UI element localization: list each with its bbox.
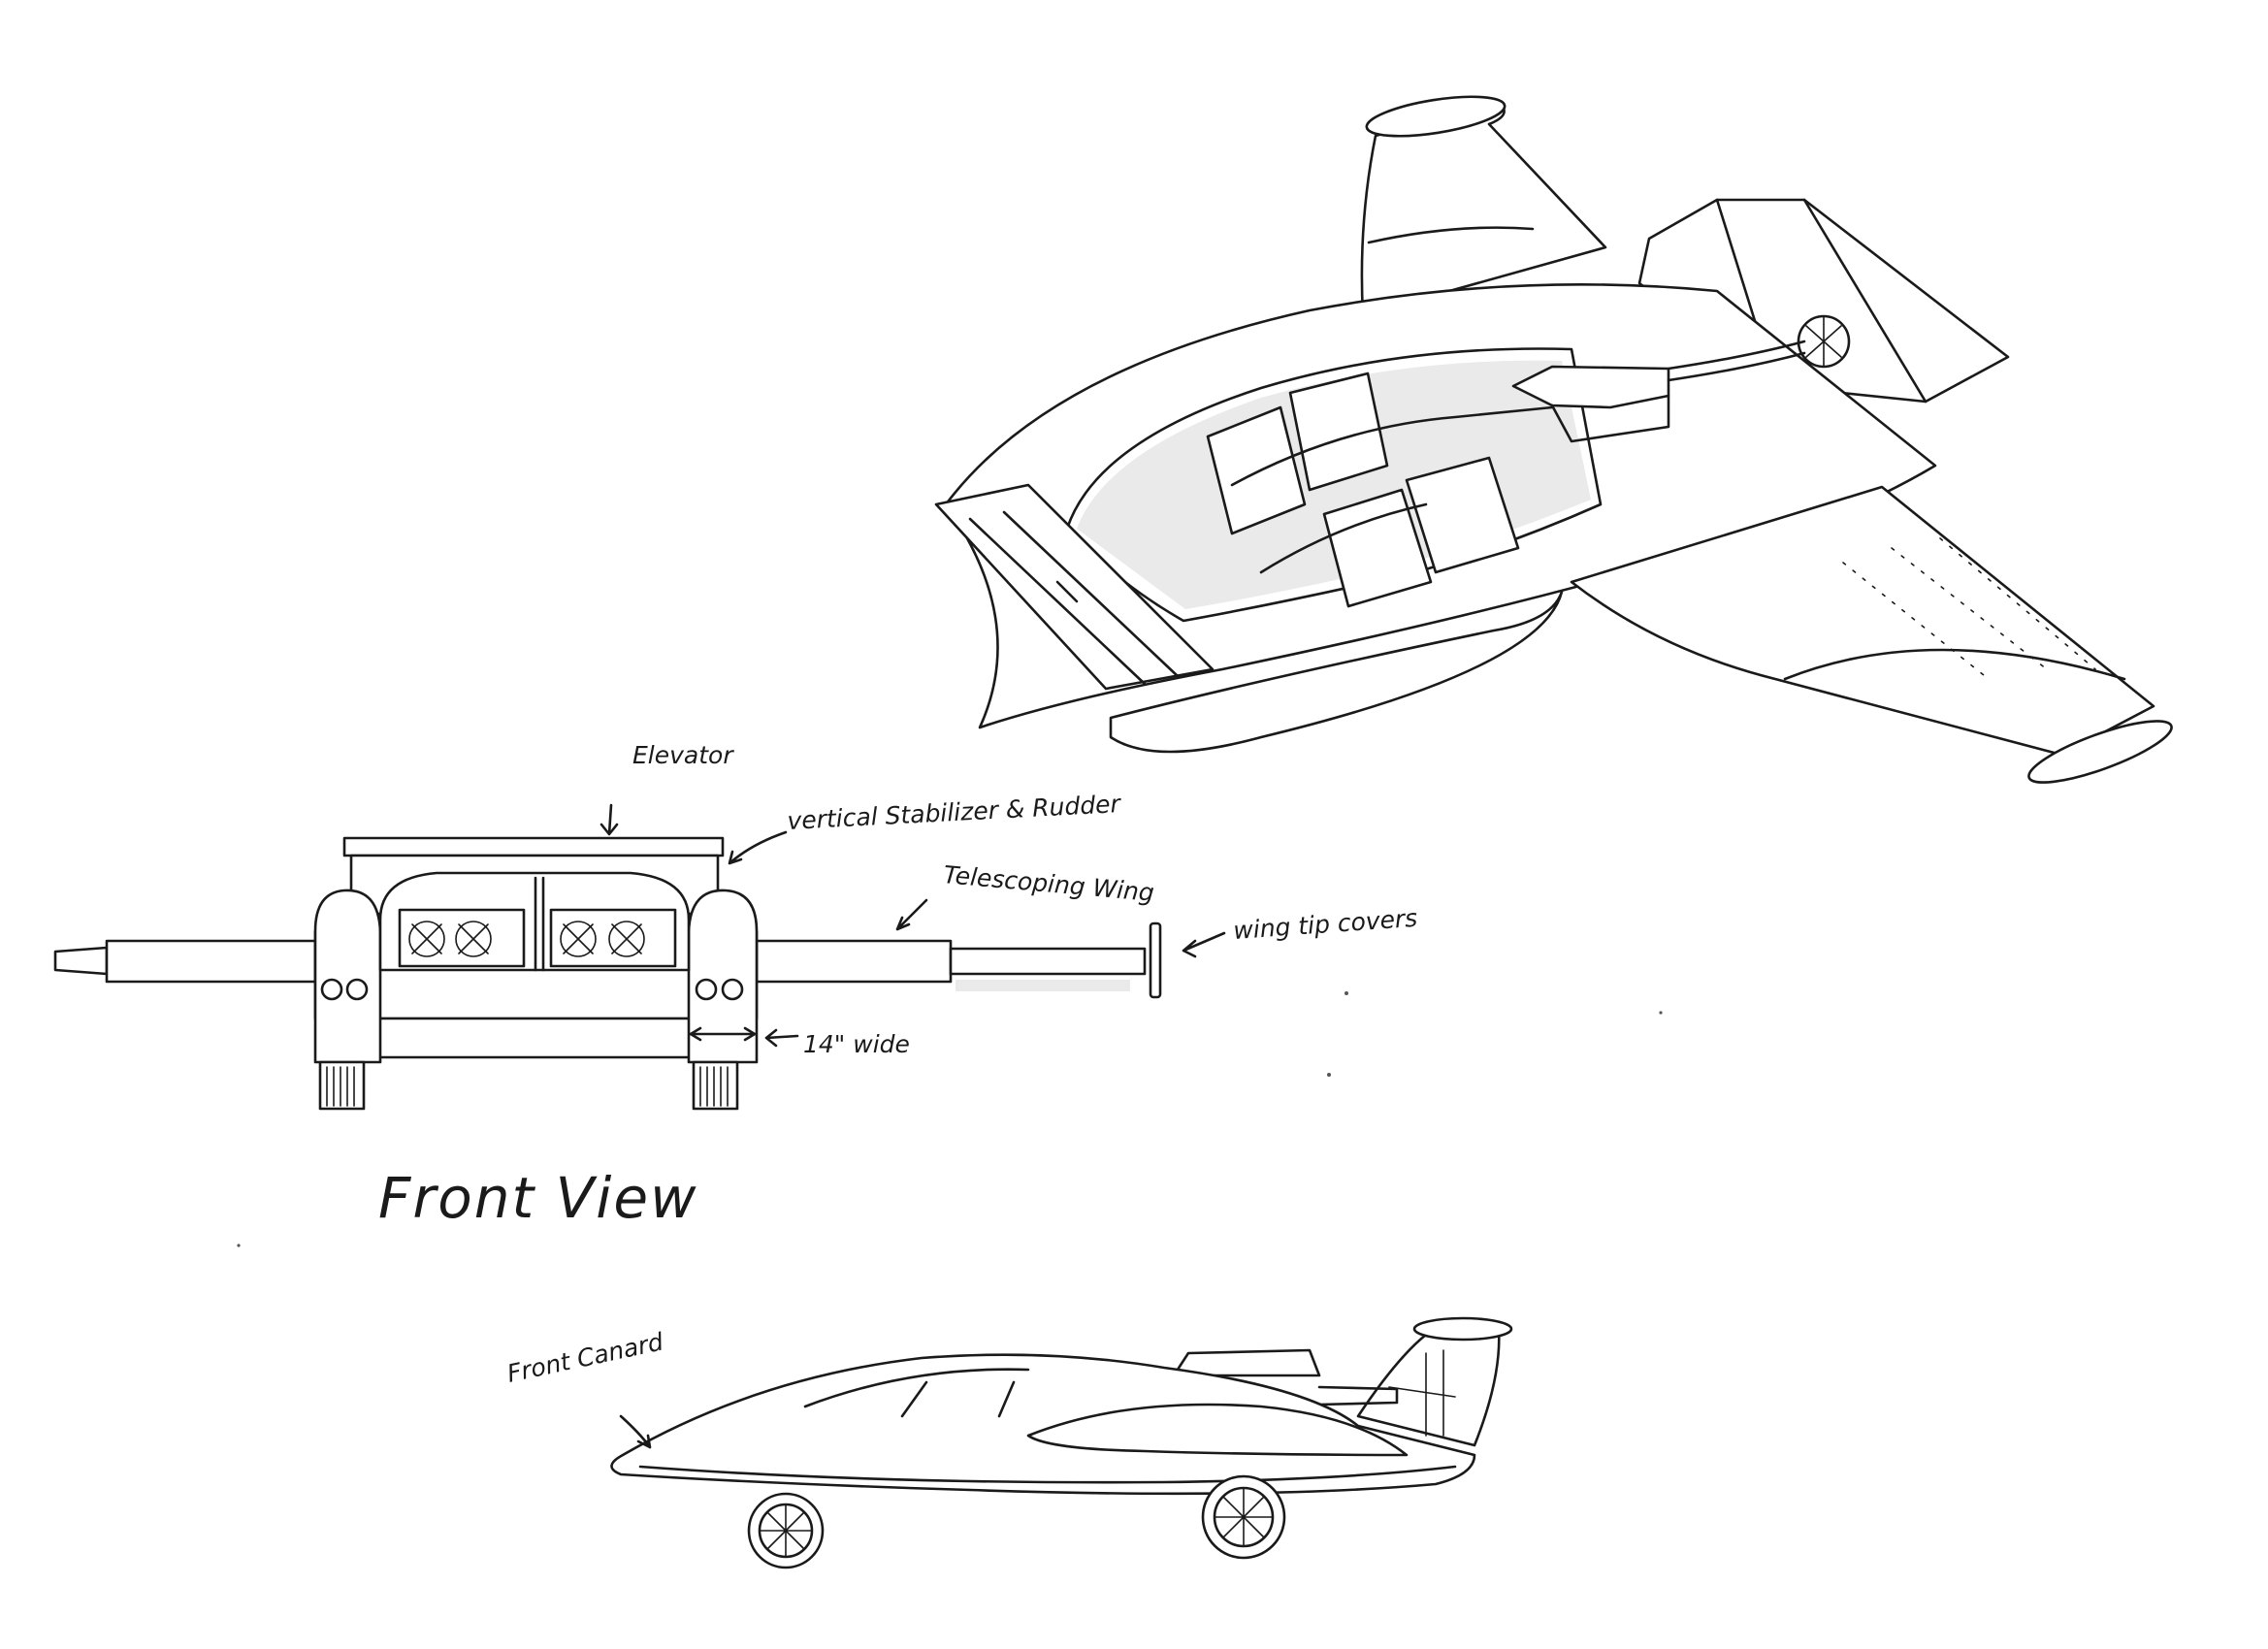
label-elevator: Elevator (632, 741, 734, 769)
paper-specks (237, 991, 1663, 1247)
label-front-canard: Front Canard (504, 1327, 665, 1387)
side-body (610, 1353, 1476, 1496)
front-view-drawing (53, 803, 1226, 1111)
seats (1206, 372, 1554, 608)
isometric-aircraft-drawing (934, 95, 2173, 784)
label-telescoping-wing: Telescoping Wing (942, 860, 1155, 907)
right-wingtip-cover (2027, 720, 2173, 784)
elevator-bar (342, 836, 725, 857)
label-width: 14" wide (803, 1030, 910, 1058)
left-stabilizer-pod (313, 889, 382, 1064)
side-view-wheels (747, 1474, 1286, 1569)
front-view-title: Front View (378, 1165, 698, 1231)
side-view-drawing (610, 1316, 1513, 1569)
front-view-wheels (318, 1060, 739, 1111)
label-vertical-stabilizer: vertical Stabilizer & Rudder (787, 790, 1122, 835)
right-telescoping-wing (755, 939, 953, 984)
label-wing-tip-covers: wing tip covers (1232, 904, 1418, 945)
left-wing (934, 483, 1215, 691)
right-wing (1570, 485, 2155, 757)
right-stabilizer-pod (687, 889, 759, 1064)
wingtip-cover-plate (1149, 922, 1162, 999)
left-telescoping-wing (53, 946, 109, 976)
side-tail-fin (1356, 1327, 1501, 1447)
